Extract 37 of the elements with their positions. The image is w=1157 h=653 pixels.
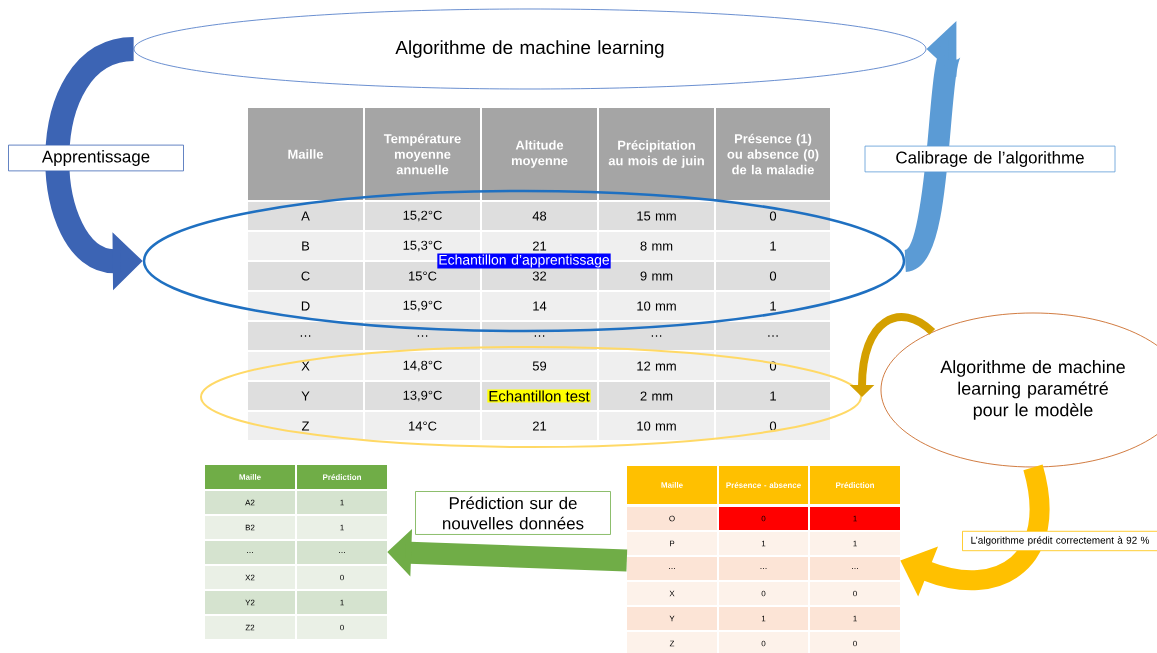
- table-cell: 48: [482, 202, 597, 230]
- table-cell: 12 mm: [599, 352, 714, 380]
- edge-label: Apprentissage: [8, 144, 184, 172]
- table-cell: 1: [716, 292, 830, 320]
- header-cell: Présence (1) ou absence (0) de la maladie: [716, 108, 830, 200]
- table-cell: A: [248, 202, 363, 230]
- table-cell: 10 mm: [599, 412, 714, 440]
- table-cell: C: [248, 262, 363, 290]
- table-cell: …: [248, 322, 363, 350]
- table-cell: Z: [248, 412, 363, 440]
- table-cell: 0: [716, 262, 830, 290]
- header-cell: Maille: [248, 108, 363, 200]
- table-cell: …: [716, 322, 830, 350]
- table-cell: 59: [482, 352, 597, 380]
- table-cell: 13,9°C: [365, 382, 480, 410]
- edge-label: Prédiction sur de nouvelles données: [415, 491, 611, 535]
- header-cell: Précipitation au mois de juin: [599, 108, 714, 200]
- edge-label: L’algorithme prédit correctement à 92 %: [962, 530, 1157, 552]
- table-cell: 10 mm: [599, 292, 714, 320]
- table-cell: 15 mm: [599, 202, 714, 230]
- table-cell: 21: [482, 412, 597, 440]
- table-cell: 14: [482, 292, 597, 320]
- table-cell: B: [248, 232, 363, 260]
- table-cell: 14,8°C: [365, 352, 480, 380]
- header-cell: Température moyenne annuelle: [365, 108, 480, 200]
- table-cell: X: [248, 352, 363, 380]
- table-cell: Y: [248, 382, 363, 410]
- header-cell: Altitude moyenne: [482, 108, 597, 200]
- table-cell: 14°C: [365, 412, 480, 440]
- table-cell: 1: [716, 232, 830, 260]
- table-cell: 15,9°C: [365, 292, 480, 320]
- edge-label: Calibrage de l’algorithme: [864, 145, 1116, 173]
- table-cell: 2 mm: [599, 382, 714, 410]
- table-cell: D: [248, 292, 363, 320]
- table-cell: 1: [716, 382, 830, 410]
- table-cell: 0: [716, 202, 830, 230]
- table-cell: 15,2°C: [365, 202, 480, 230]
